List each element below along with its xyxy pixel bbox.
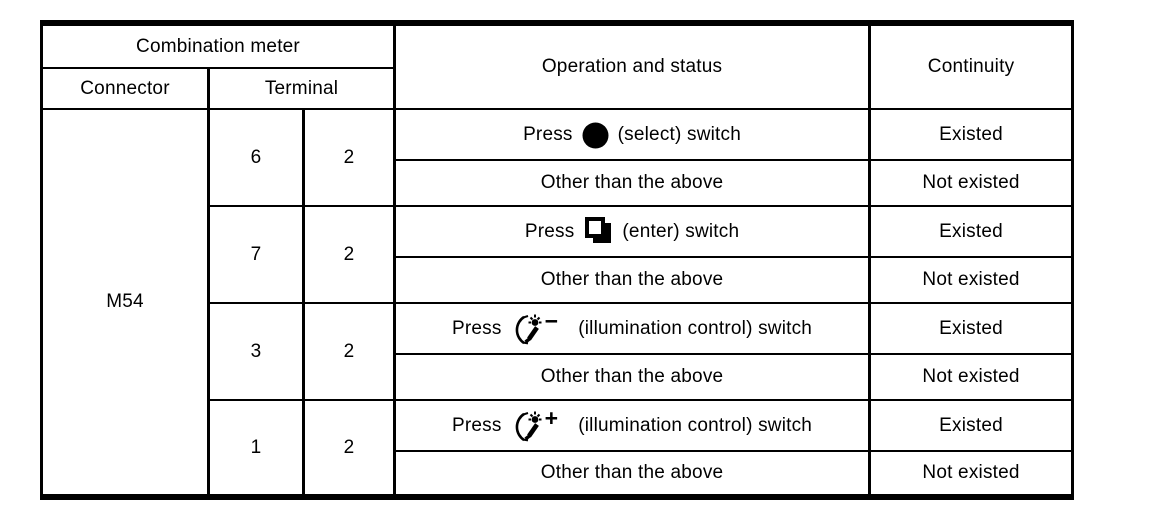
continuity-cell: Existed [868,108,1075,161]
operation-other-cell: Other than the above [393,450,872,498]
continuity-cell: Not existed [868,159,1075,207]
continuity-spec-table: Combination meter Operation and status C… [39,20,1075,500]
operation-other-cell: Other than the above [393,256,872,304]
continuity-cell: Existed [868,399,1075,452]
plus-sign: + [544,405,559,431]
header-operation-and-status: Operation and status [393,22,872,110]
press-label: Press [524,220,575,242]
operation-press-cell: Press [393,399,872,452]
terminal-cell: 7 [207,205,305,304]
continuity-cell: Not existed [868,353,1075,401]
continuity-cell: Not existed [868,256,1075,304]
header-connector: Connector [40,67,210,110]
header-terminal: Terminal [206,67,397,110]
terminal-cell: 2 [301,399,397,498]
select-switch-icon [582,122,609,149]
switch-description: (illumination control) switch [578,317,813,339]
enter-switch-icon [583,215,613,246]
connector-cell: M54 [40,108,210,498]
switch-description: (illumination control) switch [578,414,813,436]
switch-description: (enter) switch [622,220,740,242]
illumination-control-icon [511,312,544,345]
illumination-control-icon [511,409,544,442]
continuity-cell: Existed [868,205,1075,258]
press-label: Press [451,414,502,436]
minus-sign: − [544,308,559,334]
terminal-cell: 1 [207,399,305,498]
operation-press-cell: Press (select) switch [393,108,872,161]
continuity-cell: Existed [868,302,1075,355]
operation-other-cell: Other than the above [393,353,872,401]
operation-other-cell: Other than the above [393,159,872,207]
press-label: Press [523,123,573,145]
operation-press-cell: Press [393,302,872,355]
header-continuity: Continuity [868,22,1075,110]
terminal-cell: 3 [207,302,305,401]
header-combination-meter: Combination meter [39,22,397,69]
terminal-cell: 2 [301,108,397,207]
terminal-cell: 6 [207,108,305,207]
press-label: Press [451,317,502,339]
terminal-cell: 2 [301,205,397,304]
continuity-cell: Not existed [868,450,1075,498]
switch-description: (select) switch [617,123,741,145]
operation-press-cell: Press (enter) switch [393,205,872,258]
terminal-cell: 2 [301,302,397,401]
